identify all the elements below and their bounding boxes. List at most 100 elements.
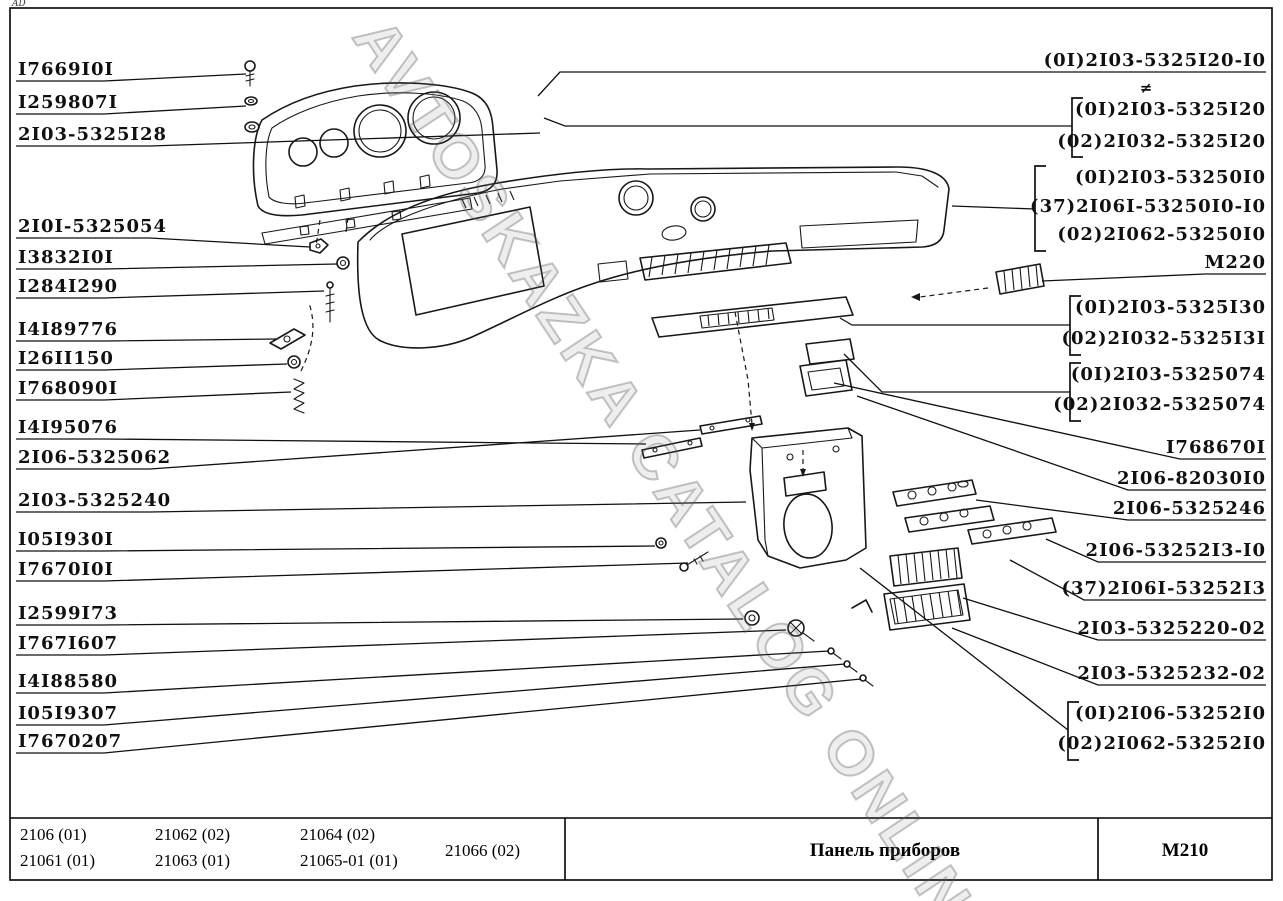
- part-label: I767I607: [18, 633, 118, 654]
- footer-table: 2106 (01) 21061 (01) 21062 (02) 21063 (0…: [10, 817, 1272, 880]
- leader-line: [16, 391, 292, 401]
- bracket: [1067, 701, 1079, 761]
- leader-line: [951, 627, 1266, 686]
- leader-line: [16, 501, 747, 513]
- part-label: I2599I73: [18, 603, 118, 624]
- drawing-code: М210: [1162, 840, 1208, 861]
- part-label: I7669I0I: [18, 59, 114, 80]
- leader-line: [16, 263, 338, 270]
- dashboard-exploded-drawing: [244, 60, 1057, 687]
- bracket: [1071, 97, 1083, 158]
- footer-model: 21066 (02): [445, 841, 520, 860]
- part-label: (0I)2I03-5325I20-I0: [1044, 50, 1266, 71]
- center-console: [749, 427, 867, 569]
- leader-line: [16, 562, 689, 582]
- drawing-title: Панель приборов: [810, 840, 960, 861]
- part-label: I7670207: [18, 731, 122, 752]
- bracket: [1034, 165, 1046, 252]
- part-label: (0I)2I03-5325074: [1071, 364, 1266, 385]
- leader-line: [16, 363, 288, 371]
- part-label: I259807I: [18, 92, 118, 113]
- instrument-cluster-bezel: [252, 82, 498, 245]
- part-label: I26II150: [18, 348, 114, 369]
- part-label: (02)2I032-5325074: [1053, 394, 1266, 415]
- part-label: I4I95076: [18, 417, 118, 438]
- part-label: (02)2I032-5325I3I: [1061, 328, 1266, 349]
- leader-line: [16, 132, 541, 147]
- part-label: (02)2I062-53252I0: [1057, 733, 1266, 754]
- end-trim-piece: [995, 263, 1045, 295]
- bracket: [1069, 295, 1081, 356]
- part-label: I768090I: [18, 378, 118, 399]
- page-frame: [9, 7, 1273, 881]
- part-label: (0I)2I03-53250I0: [1075, 167, 1266, 188]
- dashboard-panel: [356, 166, 950, 349]
- part-label: (0I)2I03-5325I20: [1075, 99, 1266, 120]
- leader-line: [951, 205, 1036, 210]
- leader-line: [16, 338, 277, 342]
- leader-line: [859, 567, 1069, 731]
- part-label: I3832I0I: [18, 247, 114, 268]
- footer-model: 21064 (02): [300, 825, 375, 844]
- left-fasteners: [244, 60, 350, 414]
- leader-line: [843, 353, 1070, 393]
- leader-line: [1045, 538, 1266, 563]
- part-label: M220: [1205, 252, 1267, 273]
- bracket: [1069, 362, 1081, 422]
- part-label: (37)2I06I-53250I0-I0: [1030, 196, 1266, 217]
- applicability-symbol: ≠: [1140, 79, 1153, 97]
- leader-line: [16, 678, 862, 754]
- center-vent-hatch: [648, 244, 770, 278]
- part-label: (37)2I06I-53252I3: [1061, 578, 1266, 599]
- part-label: 2I06-53252I3-I0: [1086, 540, 1266, 561]
- part-label: 2I03-5325232-02: [1077, 663, 1266, 684]
- leader-line: [1041, 273, 1266, 282]
- part-label: (0I)2I03-5325I30: [1075, 297, 1266, 318]
- leader-line: [537, 71, 1266, 97]
- leader-line: [1009, 559, 1266, 601]
- part-label: (02)2I032-5325I20: [1057, 131, 1266, 152]
- leader-line: [833, 382, 1266, 460]
- leader-line: [856, 395, 1266, 491]
- leader-line: [16, 629, 787, 656]
- defroster-vent-ticks: [461, 190, 515, 209]
- part-label: 2I06-5325246: [1113, 498, 1266, 519]
- part-label: 2I03-5325220-02: [1077, 618, 1266, 639]
- mounting-bars: [641, 415, 763, 459]
- switch-strips: [892, 479, 1057, 545]
- leader-line: [16, 429, 701, 470]
- leader-line: [16, 290, 325, 299]
- part-label: I05I930I: [18, 529, 114, 550]
- leader-line: [543, 117, 1072, 127]
- footer-model: 21065-01 (01): [300, 851, 398, 870]
- leader-line: [962, 597, 1266, 641]
- group-brackets: [1034, 97, 1083, 761]
- corner-mark: AD: [11, 0, 26, 9]
- part-label: I05I9307: [18, 703, 118, 724]
- footer-model: 2106 (01): [20, 825, 87, 844]
- footer-model: 21062 (02): [155, 825, 230, 844]
- part-label: (02)2I062-53250I0: [1057, 224, 1266, 245]
- leader-line: [16, 237, 311, 248]
- assembly-arrows: [315, 217, 989, 477]
- leader-line: [975, 499, 1266, 521]
- vent-grilles: [851, 547, 971, 631]
- part-label: I4I88580: [18, 671, 118, 692]
- part-label: I768670I: [1166, 437, 1266, 458]
- part-label: I7670I0I: [18, 559, 114, 580]
- footer-model: 21063 (01): [155, 851, 230, 870]
- part-label: 2I06-82030I0: [1117, 468, 1266, 489]
- leader-line: [16, 73, 247, 82]
- leader-line: [16, 650, 830, 694]
- part-label: 2I03-5325240: [18, 490, 171, 511]
- leader-line: [16, 545, 656, 552]
- part-label: I284I290: [18, 276, 118, 297]
- leader-line: [16, 663, 846, 726]
- part-label: 2I03-5325I28: [18, 124, 167, 145]
- part-label: (0I)2I06-53252I0: [1075, 703, 1266, 724]
- leader-line: [16, 618, 744, 626]
- leader-line: [16, 438, 647, 445]
- left-part-labels: I7669I0I I259807I 2I03-5325I28 2I0I-5325…: [18, 59, 171, 752]
